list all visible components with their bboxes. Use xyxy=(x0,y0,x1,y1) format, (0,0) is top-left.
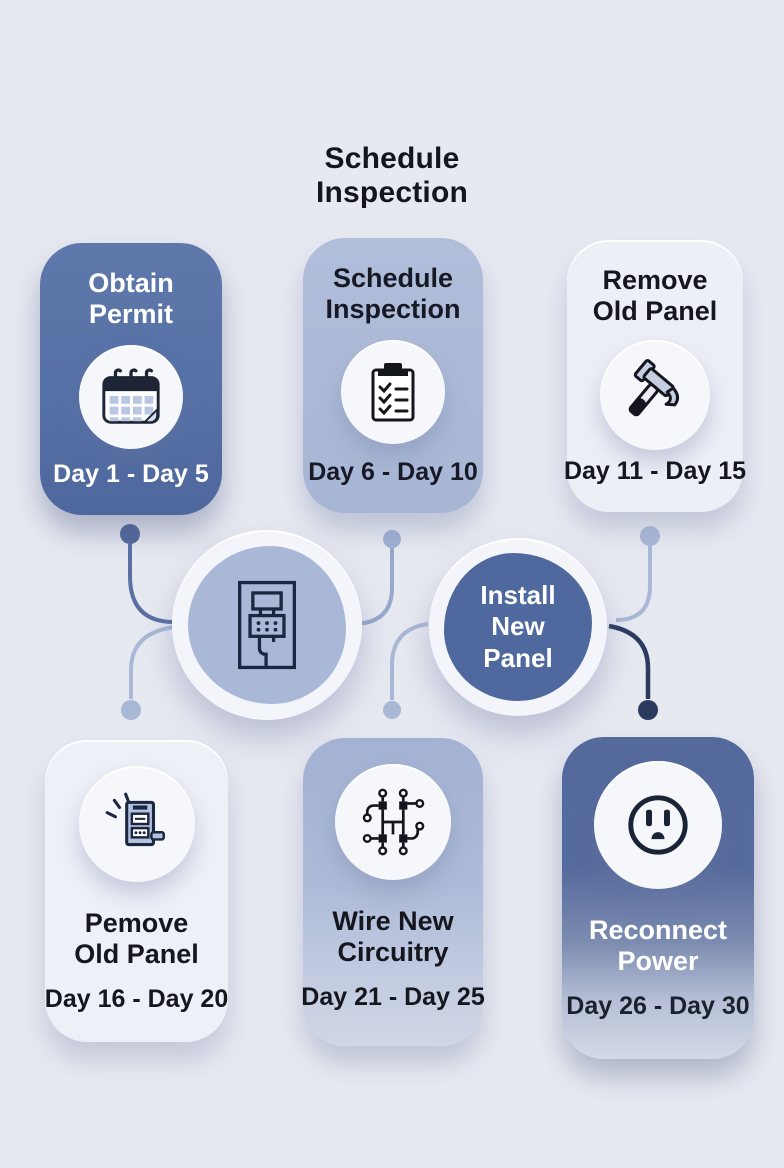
calendar-icon xyxy=(79,344,183,449)
power-outlet-icon xyxy=(594,761,722,889)
card-days-label: Day 11 - Day 15 xyxy=(563,457,747,485)
connector-dot xyxy=(383,701,401,719)
card-obtain-permit: Obtain Permit Day 1 - Day 5 xyxy=(40,243,222,515)
breaker-panel-icon-svg xyxy=(105,792,165,847)
card-days-label: Day 1 - Day 5 xyxy=(53,460,209,488)
connector-line xyxy=(615,546,652,622)
connector-line xyxy=(608,623,651,699)
connector-dot xyxy=(383,530,401,548)
card-title-label: Obtain Permit xyxy=(88,268,174,330)
card-days-label: Day 21 - Day 25 xyxy=(301,982,485,1011)
card-days-label: Day 6 - Day 10 xyxy=(308,458,478,486)
connector-dot xyxy=(121,700,141,720)
card-pemove-old-panel: Pemove Old Panel Day 16 - Day 20 xyxy=(45,740,228,1042)
card-days-label: Day 16 - Day 20 xyxy=(44,984,229,1013)
circuit-traces-icon xyxy=(335,764,451,880)
breaker-panel-sparks-icon xyxy=(78,766,195,882)
clipboard-icon-svg xyxy=(371,362,415,422)
connector-dot xyxy=(120,524,140,544)
hub-install-circle: Install New Panel xyxy=(429,538,607,716)
clipboard-checklist-icon xyxy=(341,339,445,444)
electrical-panel-icon-svg xyxy=(238,580,296,670)
connector-line xyxy=(390,622,429,700)
page-title: Schedule Inspection xyxy=(315,142,468,209)
card-schedule-inspection: Schedule Inspection Day 6 - Day 10 xyxy=(303,238,483,513)
card-title-label: Pemove Old Panel xyxy=(74,908,199,970)
card-wire-new-circuitry: Wire New Circuitry Day 21 - Day 25 xyxy=(301,738,485,1046)
card-title-label: Reconnect Power xyxy=(588,915,728,977)
connector-line xyxy=(128,544,175,624)
card-reconnect-power: Reconnect Power Day 26 - Day 30 xyxy=(562,737,754,1059)
electrical-panel-icon xyxy=(188,546,346,704)
connector-line xyxy=(129,625,175,699)
outlet-icon-svg xyxy=(628,795,688,855)
install-new-panel-label: Install New Panel xyxy=(480,580,556,673)
hammer-icon xyxy=(600,339,710,450)
circuit-icon-svg xyxy=(362,788,425,856)
card-remove-old-panel: Remove Old Panel Day 11 - Day 15 xyxy=(563,240,747,512)
connector-dot xyxy=(640,526,660,546)
connector-dot xyxy=(638,700,658,720)
card-days-label: Day 26 - Day 30 xyxy=(566,991,750,1020)
hub-panel-circle xyxy=(172,530,362,720)
card-title-label: Remove Old Panel xyxy=(592,265,718,327)
card-title-label: Schedule Inspection xyxy=(325,263,461,325)
card-title-label: Wire New Circuitry xyxy=(332,906,454,968)
install-new-panel-node: Install New Panel xyxy=(444,553,592,701)
hammer-icon-svg xyxy=(628,358,680,416)
calendar-icon-svg xyxy=(102,368,160,424)
